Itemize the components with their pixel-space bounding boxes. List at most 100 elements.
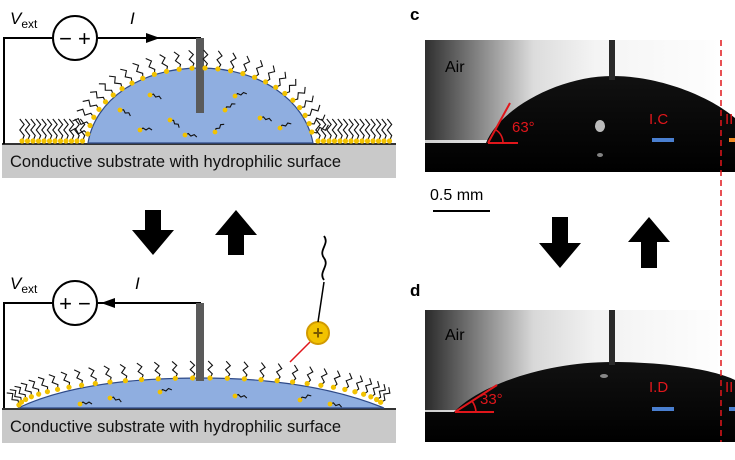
- surfactant-molecule: [326, 118, 332, 144]
- dissolved-molecule: [212, 123, 225, 135]
- point-label: I.D: [649, 379, 668, 396]
- dissolved-molecule: [167, 117, 180, 128]
- surfactant-in-droplet: [117, 91, 292, 138]
- down-arrow-icon: [132, 210, 174, 255]
- surfactant-molecule: [370, 118, 376, 144]
- dissolved-molecule: [117, 107, 131, 117]
- surfactant-molecule: [262, 65, 276, 85]
- dissolved-molecule: [257, 115, 273, 122]
- circuit-wire-left: [3, 37, 52, 144]
- surfactant-molecule: [359, 118, 365, 144]
- surfactant-molecule: [290, 86, 306, 103]
- surfactant-molecule: [315, 118, 321, 144]
- voltage-source: [52, 15, 98, 61]
- surfactant-molecule: [258, 362, 266, 383]
- dissolved-molecule: [232, 91, 248, 99]
- surfactant-molecule: [251, 60, 264, 80]
- surfactant-molecule: [52, 118, 58, 144]
- right-label: II: [725, 379, 733, 396]
- surfactant-molecule: [60, 371, 72, 390]
- current-label: I: [135, 274, 140, 293]
- surfactant-molecule: [37, 376, 51, 395]
- surfactant-molecule: [309, 124, 329, 135]
- surfactant-molecule: [215, 50, 223, 72]
- panel-c: c Air 63° I.C II: [410, 5, 735, 172]
- surfactant-molecule: [306, 114, 326, 127]
- surfactant-molecule: [6, 392, 22, 408]
- surfactant-molecule: [88, 367, 98, 387]
- surfactant-molecule: [136, 362, 145, 383]
- up-arrow-icon: [628, 217, 670, 268]
- surfactant-molecule: [159, 54, 170, 74]
- dissolved-molecule: [182, 132, 198, 138]
- surfactant-molecule: [297, 95, 314, 111]
- surfactant-molecule: [289, 364, 299, 385]
- surfactant-molecule: [57, 118, 64, 144]
- marker-orange: [729, 138, 735, 142]
- circuit-wire-left: [3, 302, 52, 408]
- surfactant-molecule: [342, 372, 353, 393]
- down-arrow-icon: [539, 217, 581, 268]
- air-label: Air: [445, 59, 465, 76]
- up-arrow-icon: [215, 210, 257, 255]
- surfactant-molecule: [19, 118, 25, 144]
- point-label: I.C: [649, 111, 668, 128]
- surfactant-molecule: [132, 62, 146, 81]
- transition-arrows-left: [132, 210, 257, 255]
- surfactant-molecule: [378, 387, 391, 405]
- current-arrow: [101, 298, 115, 308]
- surfactant-molecule: [173, 51, 182, 72]
- surfactant-molecule: [282, 78, 297, 97]
- substrate-slab: [2, 144, 396, 178]
- surfactant-molecule: [103, 365, 113, 385]
- vext-label: Vext: [10, 9, 38, 31]
- substrate-label: Conductive substrate with hydrophilic su…: [10, 418, 341, 436]
- marker-blue: [652, 407, 674, 411]
- ion-tail: [321, 235, 327, 281]
- surfactant-molecule: [227, 52, 237, 74]
- surfactant-molecule: [318, 368, 328, 388]
- source-polarity: − +: [59, 26, 91, 51]
- surfactant-molecule: [79, 118, 86, 144]
- cation-symbol: +: [313, 323, 324, 343]
- dissolved-molecule: [277, 122, 292, 131]
- droplet-silhouette: [425, 76, 735, 172]
- callout-line: [289, 341, 311, 363]
- surfactant-on-droplet: [6, 360, 391, 408]
- surfactant-molecule: [368, 380, 380, 400]
- surfactant-molecule: [90, 91, 109, 105]
- surfactant-molecule: [375, 118, 382, 144]
- surfactant-molecule: [348, 118, 354, 144]
- surfactant-molecule: [108, 75, 125, 92]
- surfactant-molecule: [361, 378, 373, 397]
- surfactant-molecule: [331, 118, 338, 144]
- surfactant-molecule: [74, 118, 80, 144]
- surfactant-molecule: [24, 118, 31, 144]
- marker-blue-right: [729, 407, 735, 411]
- surfactant-molecule: [342, 118, 349, 144]
- substrate-label: Conductive substrate with hydrophilic su…: [10, 153, 341, 171]
- right-label: II: [725, 111, 733, 128]
- dissolved-molecule: [157, 387, 173, 395]
- panel-letter: d: [410, 281, 420, 300]
- surfactant-molecule: [202, 49, 209, 71]
- surfactant-molecule: [72, 117, 93, 129]
- dissolved-molecule: [137, 127, 153, 133]
- surfactant-molecule: [98, 83, 116, 98]
- surfactant-molecule: [386, 118, 393, 144]
- source-polarity: + −: [59, 291, 91, 316]
- surfactant-molecule: [273, 71, 287, 90]
- surfactant-on-droplet: [69, 49, 329, 137]
- surfactant-molecule: [153, 361, 161, 382]
- surfactant-molecule: [353, 118, 360, 144]
- surfactant-molecule: [14, 385, 29, 403]
- surfactant-molecule: [63, 118, 69, 144]
- surfactant-molecule: [274, 363, 283, 384]
- surfactant-molecule: [20, 382, 34, 400]
- vext-label: Vext: [10, 274, 38, 296]
- transition-arrows-right: [539, 217, 670, 268]
- surfactant-molecule: [48, 374, 61, 392]
- electrode: [196, 303, 204, 381]
- surfactant-molecule: [28, 379, 42, 397]
- surfactant-molecule: [330, 370, 341, 390]
